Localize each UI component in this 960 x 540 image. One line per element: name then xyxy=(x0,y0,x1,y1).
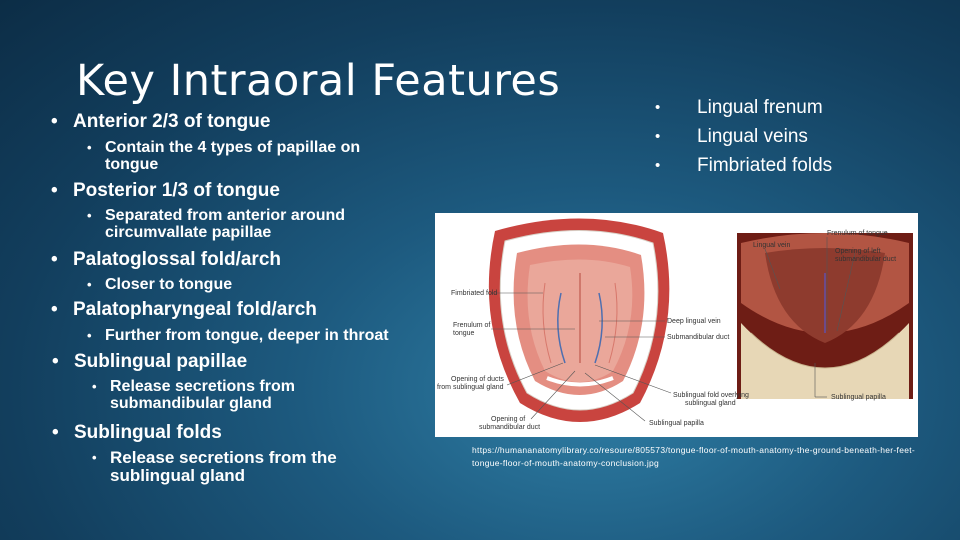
right-item-text: Lingual frenum xyxy=(697,97,823,118)
label-deep-lingual-vein: Deep lingual vein xyxy=(667,318,721,325)
slide-title: Key Intraoral Features xyxy=(76,56,561,106)
bullet-text: Sublingual folds xyxy=(74,422,222,443)
photo-floor-of-mouth xyxy=(737,233,913,399)
sub-bullet-anterior-tongue: • Contain the 4 types of papillae on tong… xyxy=(87,139,405,173)
sub-bullet-text: Release secretions from the sublingual g… xyxy=(110,448,337,485)
bullet-dot: • xyxy=(655,157,661,174)
bullet-anterior-tongue: • Anterior 2/3 of tongue xyxy=(51,111,271,132)
sub-bullet-text: Closer to tongue xyxy=(105,276,233,293)
label-submandibular-duct: Submandibular duct xyxy=(667,334,729,341)
label-opening-left-2: submandibular duct xyxy=(835,256,896,263)
right-item-text: Lingual veins xyxy=(697,126,808,147)
sub-bullet-text: Contain the 4 types of papillae on tongu… xyxy=(105,139,361,173)
label-frenulum-2: tongue xyxy=(453,330,475,337)
sub-bullet-sublingual-papillae: • Release secretions from submandibular g… xyxy=(92,378,340,412)
bullet-text: Sublingual papillae xyxy=(74,351,248,372)
bullet-sublingual-folds: • Sublingual folds xyxy=(52,422,222,443)
bullet-dot: • xyxy=(52,351,59,372)
bullet-posterior-tongue: • Posterior 1/3 of tongue xyxy=(51,180,280,201)
bullet-dot: • xyxy=(92,450,97,465)
bullet-text: Palatoglossal fold/arch xyxy=(73,249,281,270)
label-sublingual-fold-1: Sublingual fold overlying xyxy=(673,392,749,399)
sub-bullet-sublingual-folds: • Release secretions from the sublingual … xyxy=(92,448,380,485)
sub-bullet-palatopharyngeal: • Further from tongue, deeper in throat xyxy=(87,327,389,344)
bullet-dot: • xyxy=(51,180,58,201)
leader-lines xyxy=(491,237,856,422)
mouth-illustration: Fimbriated fold Frenulum of tongue Openi… xyxy=(437,218,913,431)
label-opening-sub-2: submandibular duct xyxy=(479,424,540,431)
label-opening-sub-1: Opening of xyxy=(491,416,525,423)
bullet-text: Posterior 1/3 of tongue xyxy=(73,180,280,201)
label-opening-left-1: Opening of left xyxy=(835,248,881,255)
sub-bullet-posterior-tongue: • Separated from anterior around circumva… xyxy=(87,207,405,241)
label-sublingual-papilla-right: Sublingual papilla xyxy=(831,394,886,401)
label-sublingual-papilla: Sublingual papilla xyxy=(649,420,704,427)
label-frenulum-1: Frenulum of xyxy=(453,322,490,329)
bullet-sublingual-papillae: • Sublingual papillae xyxy=(52,351,248,372)
sub-bullet-text: Separated from anterior around circumval… xyxy=(105,207,346,241)
anatomy-figure: Fimbriated fold Frenulum of tongue Openi… xyxy=(435,213,918,437)
bullet-list: • Anterior 2/3 of tongue • Contain the 4 t… xyxy=(0,0,430,540)
bullet-dot: • xyxy=(51,249,58,270)
bullet-dot: • xyxy=(655,128,661,145)
right-item-text: Fimbriated folds xyxy=(697,155,833,176)
drawn-mouth xyxy=(488,218,670,422)
bullet-dot: • xyxy=(87,140,92,155)
bullet-dot: • xyxy=(655,99,661,116)
sub-bullet-text: Release secretions from submandibular gl… xyxy=(110,378,295,412)
label-opening-ducts-1: Opening of ducts xyxy=(451,376,504,383)
label-lingual-vein: Lingual vein xyxy=(753,242,790,249)
bullet-dot: • xyxy=(92,379,97,394)
bullet-dot: • xyxy=(51,111,58,132)
bullet-text: Anterior 2/3 of tongue xyxy=(73,111,271,132)
bullet-palatopharyngeal: • Palatopharyngeal fold/arch xyxy=(51,299,317,320)
bullet-dot: • xyxy=(51,299,58,320)
image-credit-url: https://humananatomylibrary.co/resoure/8… xyxy=(472,445,916,468)
label-sublingual-fold-2: sublingual gland xyxy=(685,400,736,407)
bullet-text: Palatopharyngeal fold/arch xyxy=(73,299,317,320)
label-opening-ducts-2: from sublingual gland xyxy=(437,384,504,391)
bullet-dot: • xyxy=(52,422,59,443)
bullet-dot: • xyxy=(87,328,92,343)
bullet-dot: • xyxy=(87,208,92,223)
sub-bullet-text: Further from tongue, deeper in throat xyxy=(105,327,389,344)
bullet-palatoglossal: • Palatoglossal fold/arch xyxy=(51,249,281,270)
label-frenulum-of-tongue: Frenulum of tongue xyxy=(827,230,888,237)
bullet-dot: • xyxy=(87,277,92,292)
label-fimbriated-fold: Fimbriated fold xyxy=(451,290,497,297)
sub-bullet-palatoglossal: • Closer to tongue xyxy=(87,276,233,293)
